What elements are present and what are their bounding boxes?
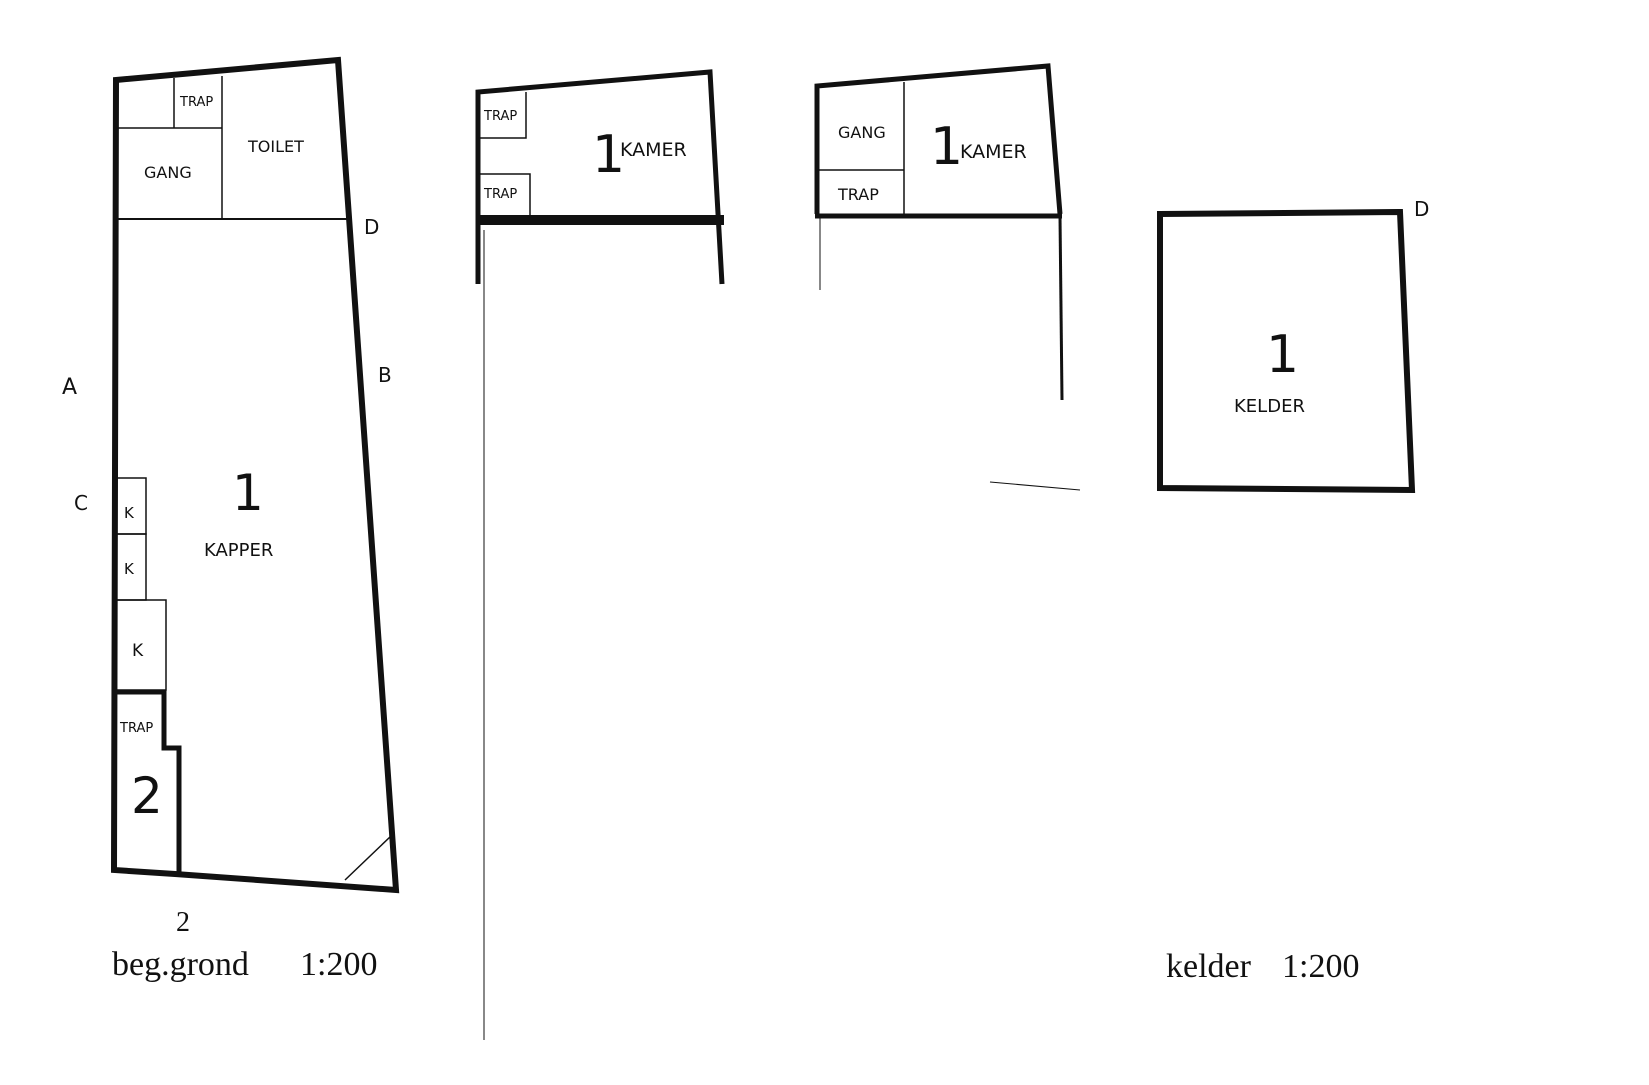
middle-trap-upper-label: TRAP [483,109,517,124]
toilet-label: TOILET [247,137,304,156]
cellar-room-name: KELDER [1234,396,1305,417]
middle-trap-lower-label: TRAP [483,187,517,202]
side-label-a: A [62,375,77,400]
main-room-name: KAPPER [204,540,273,561]
middle-floor-plan: TRAP TRAP 1 KAMER [475,69,725,1040]
middle-room-name: KAMER [620,139,687,161]
faint-sketch-line [989,481,1081,491]
cabin-k1-label: K [124,504,135,522]
ground-plan-caption: beg.grond [112,946,249,983]
side-label-c: C [74,491,88,515]
corner-diagonal [344,835,392,881]
ground-floor-outline [110,56,400,894]
middle-floor-outline [475,69,725,285]
unit-2-number: 2 [131,767,163,825]
cellar-outline [1157,208,1416,494]
right-trap-label: TRAP [837,185,879,204]
ground-floor-plan: TRAP GANG TOILET 1 KAPPER K K K TRAP 2 A… [62,56,400,983]
middle-trap-upper-wall [478,92,527,139]
trap-unit2-label: TRAP [119,721,153,736]
right-floor-wall-stub [1058,215,1064,401]
gang-label: GANG [144,163,192,182]
cellar-plan-scale: 1:200 [1282,948,1359,985]
middle-trap-lower-wall [478,173,531,218]
trap-top-label: TRAP [179,95,213,110]
side-label-b: B [378,363,392,387]
cellar-room-number: 1 [1266,325,1299,385]
right-room-name: KAMER [960,141,1027,163]
right-floor-outline [814,63,1063,215]
ground-plan-scale: 1:200 [300,946,377,983]
main-room-number: 1 [232,464,264,522]
right-gang-label: GANG [838,123,886,142]
cellar-corner-label: D [1414,197,1429,221]
bottom-side-label: 2 [176,907,190,938]
cabin-k2-label: K [124,560,135,578]
cabin-k3-label: K [132,641,144,661]
right-room-number: 1 [930,117,963,177]
cellar-plan-caption: kelder [1166,948,1252,985]
cellar-plan: 1 KELDER D kelder 1:200 [1157,197,1429,985]
unit-2-outline [114,689,182,872]
right-floor-plan: GANG TRAP 1 KAMER [814,63,1081,491]
middle-room-number: 1 [592,125,625,185]
side-label-d: D [364,215,379,239]
